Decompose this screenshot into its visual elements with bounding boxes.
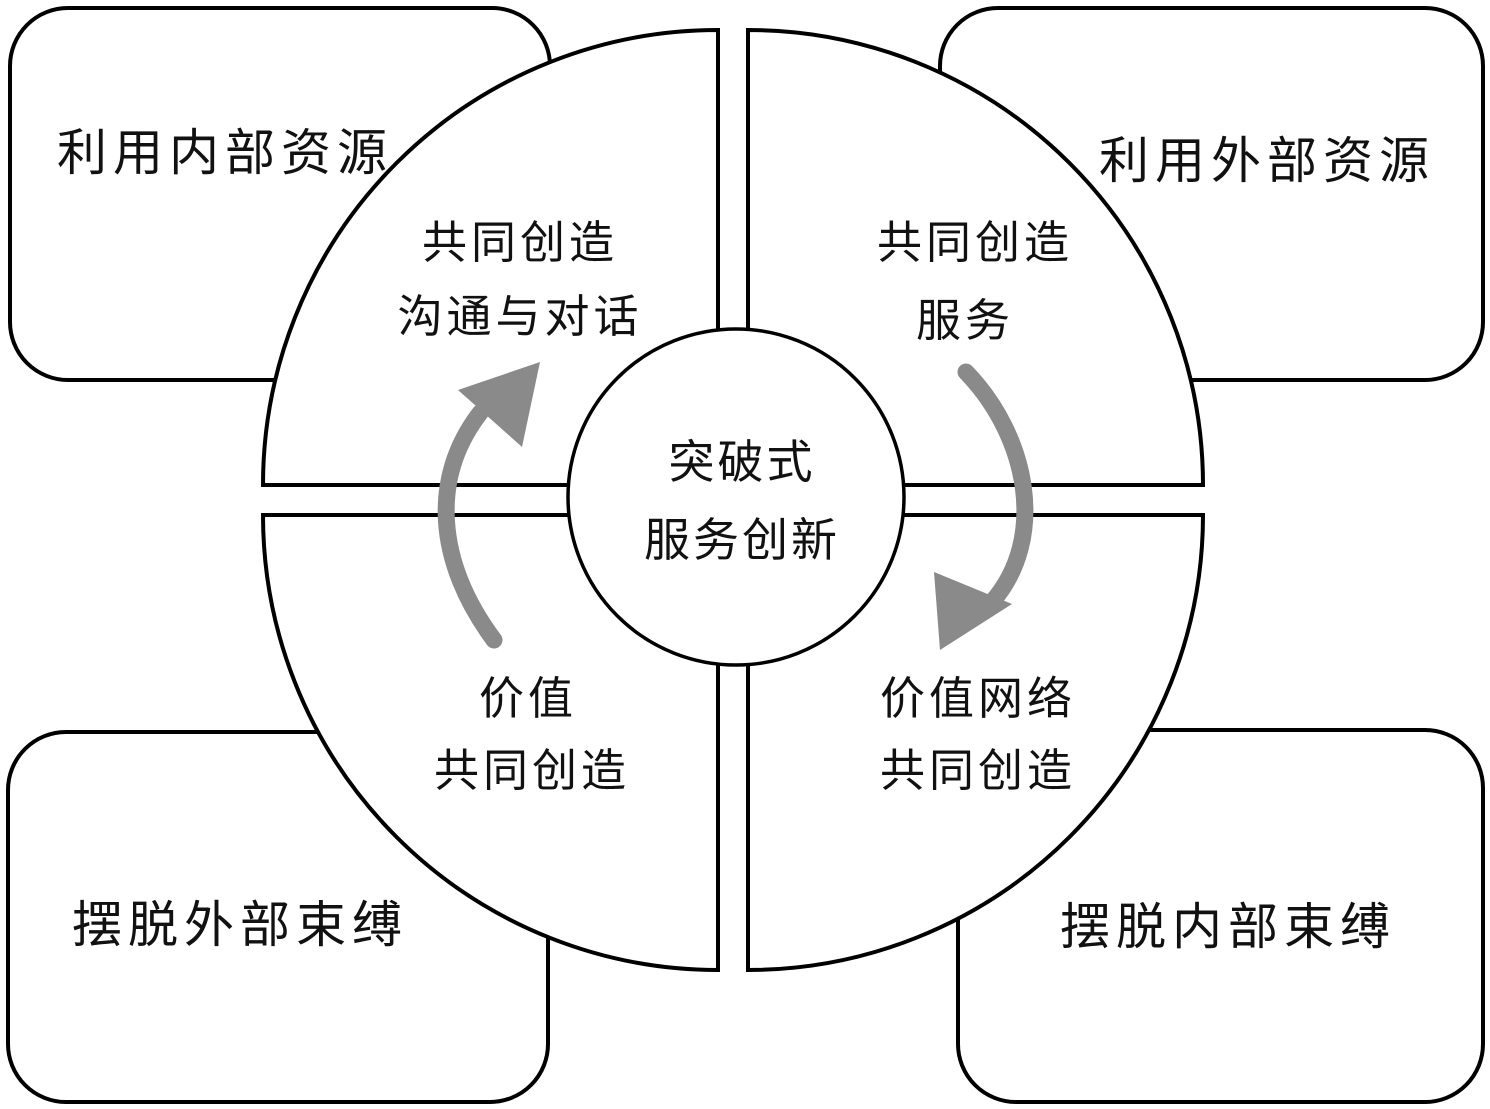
- corner-top-right-label: 利用外部资源: [1099, 133, 1435, 189]
- quadrant-bottom-left: [260, 513, 720, 973]
- arrow-left-head: [458, 362, 540, 447]
- arrow-left-shaft: [437, 404, 503, 649]
- quadrant-top-right-label-line2: 服务: [916, 296, 1014, 346]
- quadrant-top-left-label-line1: 共同创造: [422, 218, 618, 268]
- corner-top-left-label: 利用内部资源: [57, 125, 393, 181]
- center-label-line2: 服务创新: [644, 515, 840, 566]
- arrow-right-head: [934, 572, 1012, 650]
- quadrant-bottom-left-label-line2: 共同创造: [434, 746, 630, 796]
- quadrant-top-right: [746, 27, 1206, 487]
- center-circle: [566, 327, 906, 667]
- quadrant-top-left: [260, 27, 720, 487]
- quadrant-bottom-right-label-line2: 共同创造: [880, 746, 1076, 796]
- corner-bottom-right-label: 摆脱内部束缚: [1060, 899, 1396, 955]
- quadrant-bottom-right-label-line1: 价值网络: [880, 674, 1076, 724]
- center-label-line1: 突破式: [669, 437, 816, 488]
- arrow-right-down-icon: [934, 363, 1034, 650]
- quadrant-bottom-left-label-line1: 价值: [479, 674, 577, 724]
- arrow-left-up-icon: [437, 362, 540, 649]
- arrow-right-shaft: [957, 363, 1034, 611]
- quadrant-top-right-label-line1: 共同创造: [877, 218, 1073, 268]
- corner-bottom-left-label: 摆脱外部束缚: [72, 897, 408, 953]
- quadrant-bottom-right: [746, 513, 1206, 973]
- quadrant-top-left-label-line2: 沟通与对话: [397, 292, 642, 342]
